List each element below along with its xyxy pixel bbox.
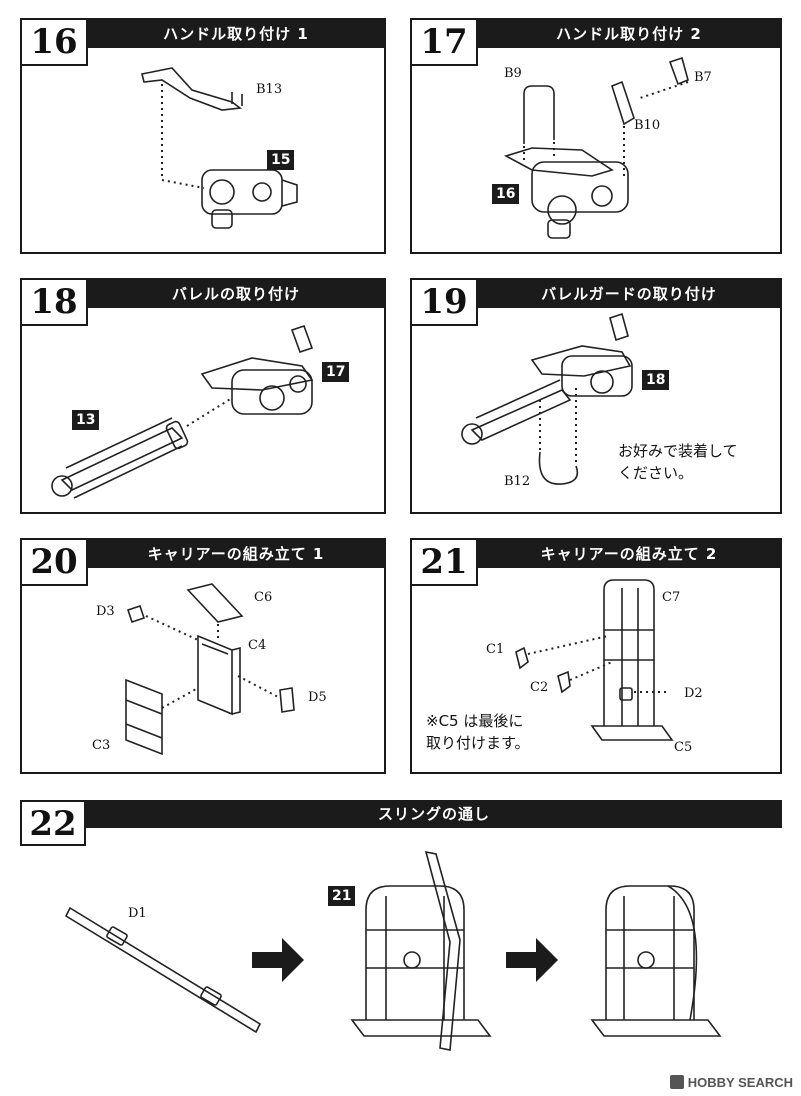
barrel-guard-illustration	[461, 312, 633, 485]
tag-15: 15	[267, 150, 295, 170]
step-22-title: スリングの通し	[377, 805, 490, 823]
label-b7: B7	[694, 70, 712, 85]
handle-assembly-2-illustration	[503, 56, 689, 239]
label-b9: B9	[504, 66, 522, 81]
label-d1: D1	[128, 906, 147, 921]
label-c7: C7	[662, 590, 681, 605]
handle-assembly-1-illustration	[141, 67, 298, 229]
watermark-text: HOBBY SEARCH	[687, 1075, 793, 1090]
optional-note-line-2: ください。	[618, 464, 694, 482]
hobbysearch-logo-icon	[669, 1075, 684, 1089]
tag-18: 18	[642, 370, 670, 390]
step-18-panel: 18 バレルの取り付け 17 13	[20, 278, 386, 514]
tag-13: 13	[72, 410, 100, 430]
step-18-title: バレルの取り付け	[171, 285, 300, 303]
step-16-panel: 16 ハンドル取り付け 1 B13 15	[20, 18, 386, 254]
label-c6: C6	[254, 590, 273, 605]
step-16-title: ハンドル取り付け 1	[163, 25, 309, 43]
label-d5: D5	[308, 690, 327, 705]
step-19-panel: 19 バレルガードの取り付け 18 B12 お好みで装着して ください。	[410, 278, 782, 514]
arrow-right-icon	[252, 938, 304, 982]
step-19-title: バレルガードの取り付け	[541, 285, 717, 303]
step-20-title: キャリアーの組み立て 1	[147, 545, 325, 563]
c5-note-line-1: ※C5 は最後に	[426, 712, 524, 730]
label-c4: C4	[248, 638, 267, 653]
carrier-assembly-2-illustration	[515, 579, 674, 741]
step-20-number: 20	[22, 540, 88, 586]
label-d2: D2	[684, 686, 703, 701]
step-18-number: 18	[22, 280, 88, 326]
carrier-assembly-1-illustration	[125, 583, 295, 756]
c5-note-line-2: 取り付けます。	[426, 734, 530, 752]
watermark: HOBBY SEARCH	[669, 1075, 793, 1090]
step-22-header	[20, 800, 782, 828]
label-b10: B10	[634, 118, 661, 133]
step-22-panel: 22 スリングの通し D1 21	[20, 800, 782, 1070]
step-17-number: 17	[412, 20, 478, 66]
step-16-number: 16	[22, 20, 88, 66]
step-20-panel: 20 キャリアーの組み立て 1 D3 C6 C4 D5 C3	[20, 538, 386, 774]
label-b13: B13	[256, 82, 283, 97]
step-21-title: キャリアーの組み立て 2	[540, 545, 718, 563]
step-17-panel: 17 ハンドル取り付け 2 B9 B7 B10 16	[410, 18, 782, 254]
tag-16: 16	[492, 184, 520, 204]
step-21-panel: 21 キャリアーの組み立て 2 C7 C1 C2 D2 C5 ※C5 は最後に …	[410, 538, 782, 774]
label-c3: C3	[92, 738, 111, 753]
tag-17: 17	[322, 362, 350, 382]
label-b12: B12	[504, 474, 531, 489]
arrow-right-icon	[506, 938, 558, 982]
label-c5: C5	[674, 740, 693, 755]
step-22-number: 22	[20, 800, 86, 846]
optional-note-line-1: お好みで装着して	[618, 442, 738, 460]
step-21-number: 21	[412, 540, 478, 586]
c5-note: ※C5 は最後に 取り付けます。	[426, 710, 530, 754]
sling-threading-illustration	[64, 850, 722, 1051]
step-17-title: ハンドル取り付け 2	[556, 25, 702, 43]
label-d3: D3	[96, 604, 115, 619]
label-c1: C1	[486, 642, 505, 657]
optional-note: お好みで装着して ください。	[618, 440, 738, 484]
barrel-attachment-illustration	[51, 324, 314, 499]
label-c2: C2	[530, 680, 549, 695]
tag-21: 21	[328, 886, 356, 906]
step-19-number: 19	[412, 280, 478, 326]
